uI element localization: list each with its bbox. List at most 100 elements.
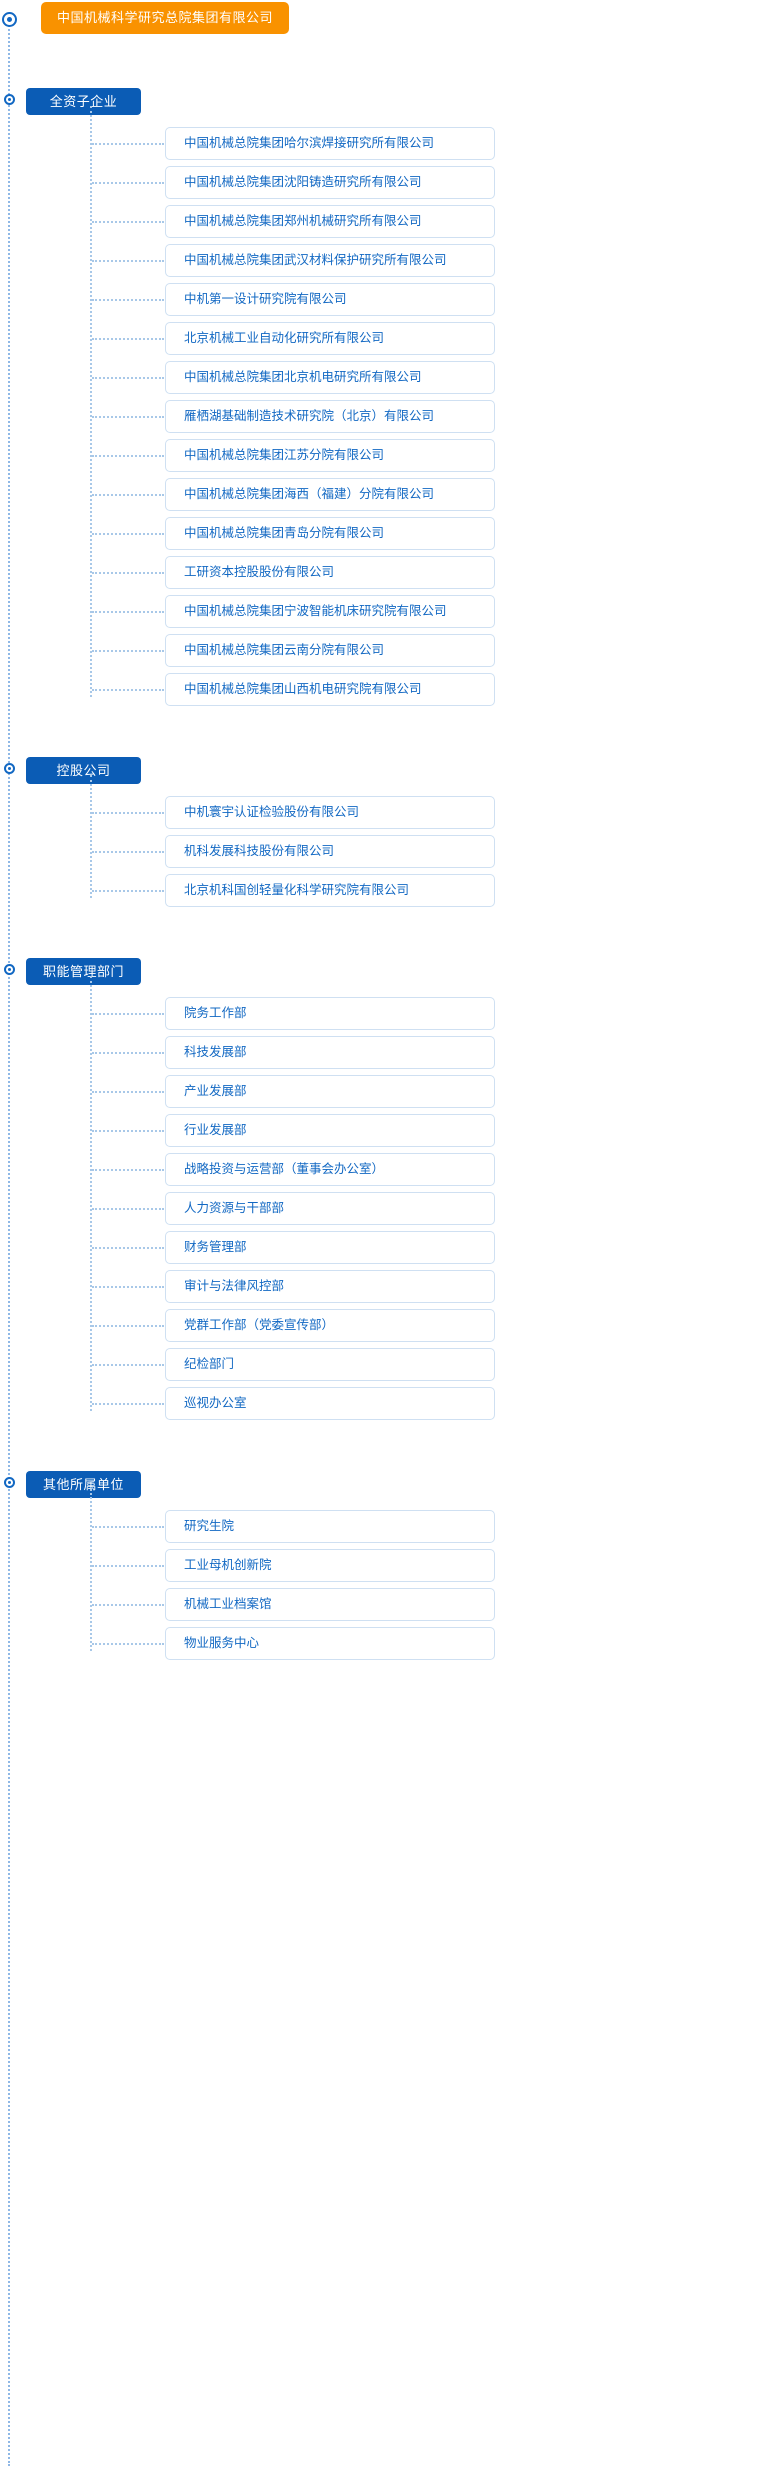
child-connector-line [92,1364,164,1366]
child-item-card[interactable]: 北京机科国创轻量化科学研究院有限公司 [165,874,495,907]
child-item-row: 中国机械总院集团武汉材料保护研究所有限公司 [0,241,779,280]
child-item-row: 中国机械总院集团哈尔滨焊接研究所有限公司 [0,124,779,163]
child-connector-line [92,1091,164,1093]
child-item-card[interactable]: 中机寰宇认证检验股份有限公司 [165,796,495,829]
child-item-card[interactable]: 党群工作部（党委宣传部） [165,1309,495,1342]
child-item-row: 中机第一设计研究院有限公司 [0,280,779,319]
root-node-marker-icon [2,12,17,27]
child-item-card[interactable]: 雁栖湖基础制造技术研究院（北京）有限公司 [165,400,495,433]
section-header: 全资子企业 [0,80,779,124]
child-item-row: 工研资本控股股份有限公司 [0,553,779,592]
section-badge[interactable]: 全资子企业 [26,88,141,115]
child-item-row: 中国机械总院集团海西（福建）分院有限公司 [0,475,779,514]
child-connector-line [92,851,164,853]
child-connector-line [92,1286,164,1288]
child-connector-line [92,1643,164,1645]
child-item-row: 中国机械总院集团郑州机械研究所有限公司 [0,202,779,241]
child-item-card[interactable]: 巡视办公室 [165,1387,495,1420]
child-item-row: 行业发展部 [0,1111,779,1150]
main-vertical-rail [8,22,10,2466]
child-item-card[interactable]: 中国机械总院集团海西（福建）分院有限公司 [165,478,495,511]
child-connector-line [92,299,164,301]
child-item-card[interactable]: 战略投资与运营部（董事会办公室） [165,1153,495,1186]
section-badge[interactable]: 职能管理部门 [26,958,141,985]
section-children: 中机寰宇认证检验股份有限公司机科发展科技股份有限公司北京机科国创轻量化科学研究院… [0,775,779,910]
child-connector-line [92,494,164,496]
child-item-card[interactable]: 中机第一设计研究院有限公司 [165,283,495,316]
child-item-row: 机科发展科技股份有限公司 [0,832,779,871]
section-badge[interactable]: 其他所属单位 [26,1471,141,1498]
child-item-card[interactable]: 审计与法律风控部 [165,1270,495,1303]
child-item-row: 中国机械总院集团沈阳铸造研究所有限公司 [0,163,779,202]
child-connector-line [92,260,164,262]
child-item-row: 中国机械总院集团山西机电研究院有限公司 [0,670,779,709]
child-connector-line [92,182,164,184]
child-item-card[interactable]: 中国机械总院集团武汉材料保护研究所有限公司 [165,244,495,277]
child-item-row: 北京机械工业自动化研究所有限公司 [0,319,779,358]
child-item-card[interactable]: 中国机械总院集团江苏分院有限公司 [165,439,495,472]
section-children: 院务工作部科技发展部产业发展部行业发展部战略投资与运营部（董事会办公室） 人力资源… [0,976,779,1423]
child-connector-line [92,611,164,613]
spacer [0,1423,779,1463]
spacer [0,910,779,950]
org-section: 全资子企业中国机械总院集团哈尔滨焊接研究所有限公司中国机械总院集团沈阳铸造研究所… [0,80,779,749]
child-connector-line [92,1526,164,1528]
sections-container: 全资子企业中国机械总院集团哈尔滨焊接研究所有限公司中国机械总院集团沈阳铸造研究所… [0,80,779,1703]
child-item-card[interactable]: 科技发展部 [165,1036,495,1069]
child-item-row: 产业发展部 [0,1072,779,1111]
child-connector-line [92,416,164,418]
branch-vertical-line [90,775,92,898]
child-item-card[interactable]: 行业发展部 [165,1114,495,1147]
root-organization-badge[interactable]: 中国机械科学研究总院集团有限公司 [41,2,290,34]
child-connector-line [92,890,164,892]
child-item-row: 中国机械总院集团青岛分院有限公司 [0,514,779,553]
child-item-card[interactable]: 院务工作部 [165,997,495,1030]
child-item-card[interactable]: 中国机械总院集团郑州机械研究所有限公司 [165,205,495,238]
child-item-card[interactable]: 中国机械总院集团云南分院有限公司 [165,634,495,667]
child-connector-line [92,1247,164,1249]
child-connector-line [92,812,164,814]
child-item-card[interactable]: 产业发展部 [165,1075,495,1108]
child-item-row: 巡视办公室 [0,1384,779,1423]
branch-vertical-line [90,976,92,1411]
child-connector-line [92,338,164,340]
child-item-row: 中机寰宇认证检验股份有限公司 [0,793,779,832]
child-item-card[interactable]: 工研资本控股股份有限公司 [165,556,495,589]
child-connector-line [92,1130,164,1132]
child-item-card[interactable]: 纪检部门 [165,1348,495,1381]
child-item-card[interactable]: 工业母机创新院 [165,1549,495,1582]
child-item-card[interactable]: 中国机械总院集团宁波智能机床研究院有限公司 [165,595,495,628]
child-connector-line [92,221,164,223]
child-connector-line [92,1169,164,1171]
child-item-card[interactable]: 中国机械总院集团青岛分院有限公司 [165,517,495,550]
child-item-card[interactable]: 研究生院 [165,1510,495,1543]
child-connector-line [92,1604,164,1606]
child-item-card[interactable]: 人力资源与干部部 [165,1192,495,1225]
child-item-row: 机械工业档案馆 [0,1585,779,1624]
branch-vertical-line [90,1489,92,1651]
child-connector-line [92,572,164,574]
child-item-card[interactable]: 中国机械总院集团北京机电研究所有限公司 [165,361,495,394]
child-item-card[interactable]: 中国机械总院集团哈尔滨焊接研究所有限公司 [165,127,495,160]
child-item-row: 中国机械总院集团江苏分院有限公司 [0,436,779,475]
child-connector-line [92,455,164,457]
child-item-card[interactable]: 中国机械总院集团山西机电研究院有限公司 [165,673,495,706]
section-children: 中国机械总院集团哈尔滨焊接研究所有限公司中国机械总院集团沈阳铸造研究所有限公司中… [0,106,779,709]
org-section: 控股公司中机寰宇认证检验股份有限公司机科发展科技股份有限公司北京机科国创轻量化科… [0,749,779,950]
child-item-card[interactable]: 北京机械工业自动化研究所有限公司 [165,322,495,355]
child-connector-line [92,1403,164,1405]
child-item-card[interactable]: 中国机械总院集团沈阳铸造研究所有限公司 [165,166,495,199]
child-connector-line [92,1325,164,1327]
child-item-row: 中国机械总院集团北京机电研究所有限公司 [0,358,779,397]
child-item-card[interactable]: 物业服务中心 [165,1627,495,1660]
section-badge[interactable]: 控股公司 [26,757,141,784]
child-item-row: 中国机械总院集团云南分院有限公司 [0,631,779,670]
section-header: 职能管理部门 [0,950,779,994]
child-item-card[interactable]: 机械工业档案馆 [165,1588,495,1621]
child-item-row: 审计与法律风控部 [0,1267,779,1306]
child-item-card[interactable]: 财务管理部 [165,1231,495,1264]
child-item-row: 工业母机创新院 [0,1546,779,1585]
child-item-card[interactable]: 机科发展科技股份有限公司 [165,835,495,868]
child-item-row: 党群工作部（党委宣传部） [0,1306,779,1345]
